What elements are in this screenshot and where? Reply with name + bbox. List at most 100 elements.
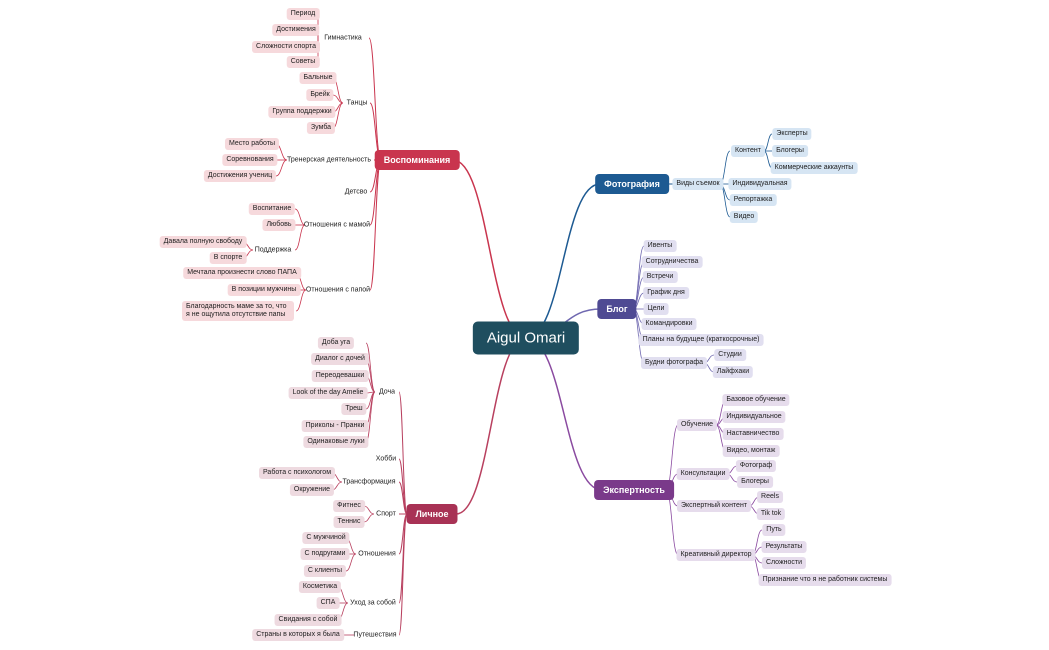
leaf-item[interactable]: Свидания с собой (274, 613, 342, 627)
leaf-item[interactable]: График дня (643, 286, 689, 300)
leaf-item[interactable]: Сотрудничества (641, 255, 703, 269)
topic-trener[interactable]: Тренерская деятельность (286, 156, 372, 164)
topic-puteshestviya[interactable]: Путешествия (353, 631, 397, 639)
leaf-item[interactable]: Переодевашки (311, 369, 369, 383)
leaf-item[interactable]: Мечтала произнести слово ПАПА (183, 266, 301, 280)
topic-hobbi[interactable]: Хобби (375, 455, 397, 463)
leaf-item[interactable]: Брейк (306, 88, 334, 102)
leaf-item[interactable]: Командировки (641, 317, 697, 331)
leaf-item[interactable]: Период (286, 7, 320, 21)
leaf-item[interactable]: Признание что я не работник системы (758, 573, 892, 587)
leaf-item[interactable]: Диалог с дочей (311, 352, 369, 366)
leaf-item[interactable]: Сложности (761, 556, 807, 570)
leaf-item[interactable]: Достижения (272, 23, 320, 37)
leaf-item[interactable]: Любовь (262, 218, 296, 232)
leaf-item[interactable]: Фотограф (735, 459, 777, 473)
leaf-item[interactable]: Встречи (642, 270, 678, 284)
leaf-item[interactable]: Базовое обучение (722, 393, 790, 407)
leaf-item[interactable]: Результаты (761, 540, 807, 554)
leaf-item[interactable]: Видео (729, 210, 759, 224)
topic-budni[interactable]: Будни фотографа (640, 356, 708, 370)
leaf-item[interactable]: Косметика (298, 580, 342, 594)
branch-blog[interactable]: Блог (597, 299, 637, 319)
topic-kreativ[interactable]: Креативный директор (676, 548, 756, 562)
leaf-item[interactable]: Окружение (289, 483, 335, 497)
topic-transformaciya[interactable]: Трансформация (342, 478, 396, 486)
root-node[interactable]: Aigul Omari (472, 321, 580, 355)
leaf-item[interactable]: С клиенты (303, 564, 347, 578)
topic-sport[interactable]: Спорт (376, 510, 396, 518)
connector-line (363, 513, 375, 523)
leaf-item[interactable]: Одинаковые луки (303, 435, 369, 449)
leaf-item[interactable]: Ивенты (643, 239, 677, 253)
leaf-item[interactable]: Бальные (299, 71, 337, 85)
leaf-item[interactable]: Давала полную свободу (159, 235, 247, 249)
leaf-item[interactable]: С мужчиной (302, 531, 350, 545)
leaf-item[interactable]: Зумба (306, 121, 336, 135)
leaf-item[interactable]: Студии (714, 348, 746, 362)
branch-vospominaniya[interactable]: Воспоминания (374, 150, 460, 170)
leaf-item[interactable]: В спорте (209, 251, 247, 265)
leaf-item[interactable]: Страны в которых я была (252, 628, 344, 642)
leaf-item[interactable]: Индивидуальное (722, 410, 786, 424)
leaf-item[interactable]: С подругами (300, 547, 350, 561)
leaf-item[interactable]: Эксперты (772, 127, 812, 141)
leaf-item[interactable]: Фитнес (333, 499, 365, 513)
connector-line (525, 183, 601, 339)
topic-otnosheniya[interactable]: Отношения (358, 550, 396, 558)
connector-line (525, 337, 603, 491)
leaf-item[interactable]: Теннис (333, 515, 365, 529)
leaf-item[interactable]: Место работы (224, 137, 280, 151)
leaf-item[interactable]: Видео, монтаж (722, 444, 780, 458)
leaf-item[interactable]: Приколы - Пранки (301, 419, 369, 433)
leaf-item[interactable]: Индивидуальная (728, 177, 792, 191)
topic-detstvo[interactable]: Детсво (344, 188, 368, 196)
topic-docha[interactable]: Доча (378, 388, 396, 396)
connector-line (294, 208, 306, 226)
topic-uhod[interactable]: Уход за собой (350, 599, 396, 607)
leaf-item[interactable]: Благодарность маме за то, что я не ощути… (182, 300, 294, 322)
topic-obuchenie[interactable]: Обучение (676, 418, 718, 432)
leaf-item[interactable]: Лайфхаки (712, 365, 754, 379)
leaf-item[interactable]: Репортажка (729, 193, 777, 207)
leaf-item[interactable]: Группа поддержки (268, 105, 336, 119)
leaf-item[interactable]: Сложности спорта (252, 40, 320, 54)
leaf-item[interactable]: Look of the day Amelie (288, 386, 368, 400)
topic-ekspertnyi-kontent[interactable]: Экспертный контент (676, 499, 752, 513)
leaf-item[interactable]: Достижения учениц (203, 169, 277, 183)
topic-mama[interactable]: Отношения с мамой (303, 221, 371, 229)
leaf-item[interactable]: Доба уга (317, 336, 355, 350)
connector-line (398, 391, 408, 515)
topic-konsultacii[interactable]: Консультации (676, 467, 730, 481)
branch-fotografiya[interactable]: Фотография (595, 174, 669, 194)
leaf-item[interactable]: Коммерческие аккаунты (770, 161, 858, 175)
leaf-item[interactable]: В позиции мужчины (227, 283, 301, 297)
connector-line (398, 513, 408, 636)
topic-kontent[interactable]: Контент (731, 144, 765, 158)
topic-vidy-semok[interactable]: Виды съемок (672, 177, 724, 191)
topic-tancy[interactable]: Танцы (346, 99, 368, 107)
leaf-item[interactable]: СПА (316, 596, 340, 610)
leaf-item[interactable]: Советы (286, 55, 320, 69)
leaf-item[interactable]: Tik tok (756, 507, 786, 521)
leaf-item[interactable]: Соревнования (222, 153, 278, 167)
connector-line (345, 553, 357, 572)
topic-papa[interactable]: Отношения с папой (305, 286, 371, 294)
branch-lichnoe[interactable]: Личное (406, 504, 458, 524)
topic-podderzhka[interactable]: Поддержка (254, 246, 292, 254)
leaf-item[interactable]: Путь (762, 523, 786, 537)
leaf-item[interactable]: Треш (341, 402, 367, 416)
topic-gimnastika[interactable]: Гимнастика (324, 34, 362, 42)
branch-ekspertnost[interactable]: Экспертность (594, 480, 674, 500)
leaf-item[interactable]: Наставничество (722, 427, 784, 441)
leaf-item[interactable]: Цели (643, 302, 669, 316)
leaf-item[interactable]: Воспитание (248, 202, 296, 216)
leaf-item[interactable]: Блогеры (737, 475, 773, 489)
connector-line (452, 159, 527, 339)
connector-line (295, 289, 307, 312)
leaf-item[interactable]: Блогеры (772, 144, 808, 158)
leaf-item[interactable]: Работа с психологом (258, 466, 336, 480)
leaf-item[interactable]: Reels (757, 490, 783, 504)
leaf-item[interactable]: Планы на будущее (краткосрочные) (638, 333, 764, 347)
